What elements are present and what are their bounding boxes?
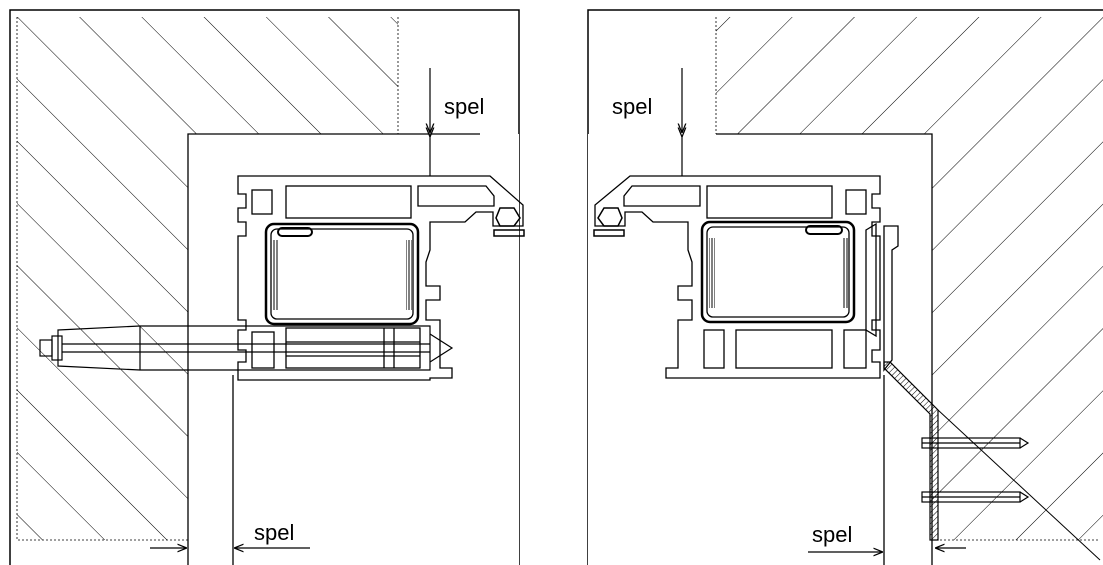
right-glazing-unit <box>700 220 856 324</box>
right-mounting-bracket <box>865 222 1101 561</box>
right-wall-hatch <box>716 17 1103 540</box>
right-gap-label-top: spel <box>612 94 652 119</box>
left-wall-outline <box>16 17 188 541</box>
left-panel: spel spel <box>9 9 525 565</box>
left-gap-label-top: spel <box>444 94 484 119</box>
right-screw-top <box>921 437 1030 449</box>
left-anchor-dowel <box>39 325 454 371</box>
right-dim-bottom <box>808 548 966 552</box>
left-window-profile <box>237 175 524 381</box>
left-glazing-unit <box>264 222 420 326</box>
right-panel: spel spel <box>587 9 1103 565</box>
right-seal <box>593 207 625 237</box>
left-gap-label-bottom: spel <box>254 520 294 545</box>
left-wall-hatch <box>17 17 398 540</box>
right-screw-bottom <box>921 491 1030 503</box>
left-seal <box>493 207 525 237</box>
right-gap-label-bottom: spel <box>812 522 852 547</box>
right-window-profile <box>594 175 881 379</box>
